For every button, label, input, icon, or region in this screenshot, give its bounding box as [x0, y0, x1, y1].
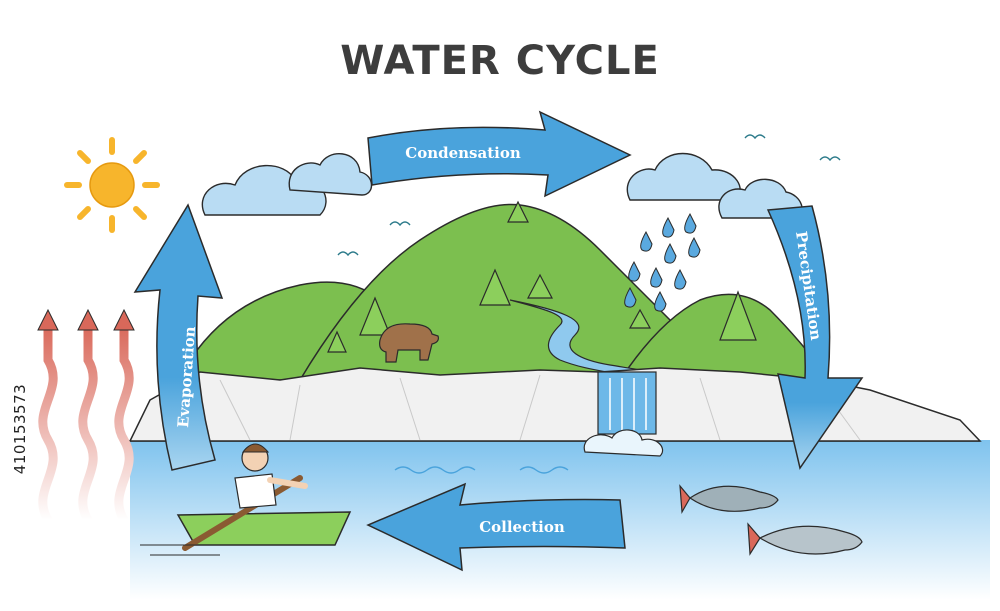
cliffs	[128, 367, 982, 442]
condensation-arrow: Condensation	[367, 110, 632, 198]
heat-waves	[37, 308, 135, 525]
fish	[679, 484, 863, 556]
trees	[327, 200, 757, 353]
waterfall-lines	[609, 378, 647, 430]
condensation-label: Condensation	[405, 144, 521, 162]
cliff-detail	[219, 374, 861, 441]
rain-drops	[624, 212, 701, 312]
waterfall	[597, 371, 657, 435]
collection-arrow: Collection	[366, 482, 626, 572]
water-ripples	[394, 466, 569, 474]
diagram-title: WATER CYCLE	[340, 38, 660, 84]
bear	[379, 323, 439, 363]
collection-label: Collection	[479, 518, 565, 536]
splash-cloud	[583, 429, 664, 457]
birds	[337, 134, 841, 257]
sun-icon	[64, 137, 160, 233]
stock-id: 410153573	[11, 383, 29, 475]
rowboat	[140, 443, 352, 556]
evaporation-arrow: Evaporation	[133, 203, 224, 471]
